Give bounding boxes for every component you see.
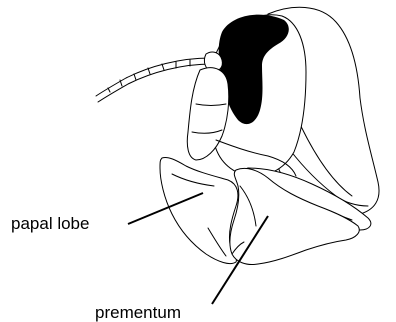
papal-lobe-label: papal lobe bbox=[11, 214, 89, 233]
prementum-label: prementum bbox=[95, 303, 181, 322]
papal-lobe-outline bbox=[160, 157, 238, 263]
papal-lobe-part bbox=[160, 157, 238, 263]
antenna-flagellum bbox=[96, 58, 210, 96]
antenna-segments bbox=[108, 60, 190, 92]
